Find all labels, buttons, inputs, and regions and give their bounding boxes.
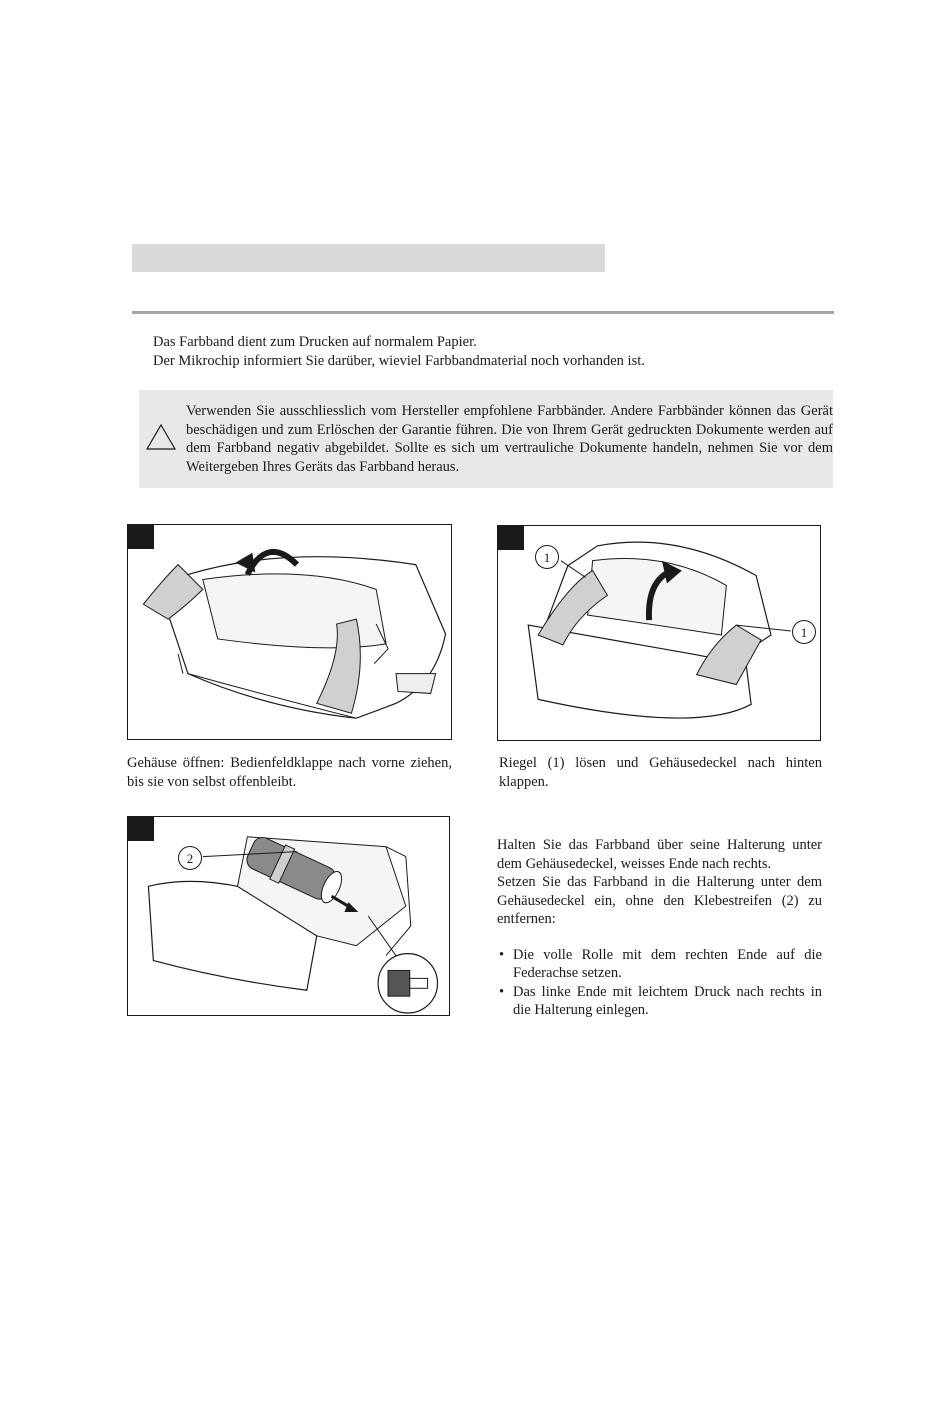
figure-open-panel bbox=[127, 524, 452, 740]
fax-open-panel-illustration bbox=[142, 548, 447, 719]
fax-release-latch-illustration bbox=[527, 541, 791, 719]
callout-latch-right: 1 bbox=[792, 620, 816, 644]
callout-tape: 2 bbox=[178, 846, 202, 870]
list-item: Das linke Ende mit leichtem Druck nach r… bbox=[497, 983, 822, 1020]
figure-1-caption: Gehäuse öffnen: Bedienfeldklappe nach vo… bbox=[127, 755, 452, 790]
figure-number-marker bbox=[128, 525, 154, 549]
warning-triangle-icon bbox=[145, 423, 177, 450]
section-title-bar bbox=[132, 244, 605, 272]
instruction-paragraph-1: Halten Sie das Farbband über seine Halte… bbox=[497, 837, 822, 872]
ribbon-insert-instructions: Halten Sie das Farbband über seine Halte… bbox=[497, 836, 822, 1020]
intro-line-2: Der Mikrochip informiert Sie darüber, wi… bbox=[153, 353, 645, 369]
fax-insert-ribbon-illustration bbox=[147, 836, 439, 1014]
warning-text: Verwenden Sie ausschliesslich vom Herste… bbox=[186, 403, 833, 475]
figure-number-marker bbox=[498, 526, 524, 550]
callout-latch-left: 1 bbox=[535, 545, 559, 569]
figure-2-caption: Riegel (1) lösen und Gehäusedeckel nach … bbox=[499, 755, 822, 790]
intro-text: Das Farbband dient zum Drucken auf norma… bbox=[153, 333, 843, 371]
instruction-paragraph-2: Setzen Sie das Farbband in die Halterung… bbox=[497, 874, 822, 927]
section-divider bbox=[132, 311, 834, 314]
intro-line-1: Das Farbband dient zum Drucken auf norma… bbox=[153, 334, 477, 350]
list-item: Die volle Rolle mit dem rechten Ende auf… bbox=[497, 946, 822, 983]
figure-release-latch: 1 1 bbox=[497, 525, 821, 741]
warning-box bbox=[139, 390, 833, 488]
instruction-list: Die volle Rolle mit dem rechten Ende auf… bbox=[497, 946, 822, 1020]
figure-insert-ribbon: 2 bbox=[127, 816, 450, 1016]
figure-number-marker bbox=[128, 817, 154, 841]
